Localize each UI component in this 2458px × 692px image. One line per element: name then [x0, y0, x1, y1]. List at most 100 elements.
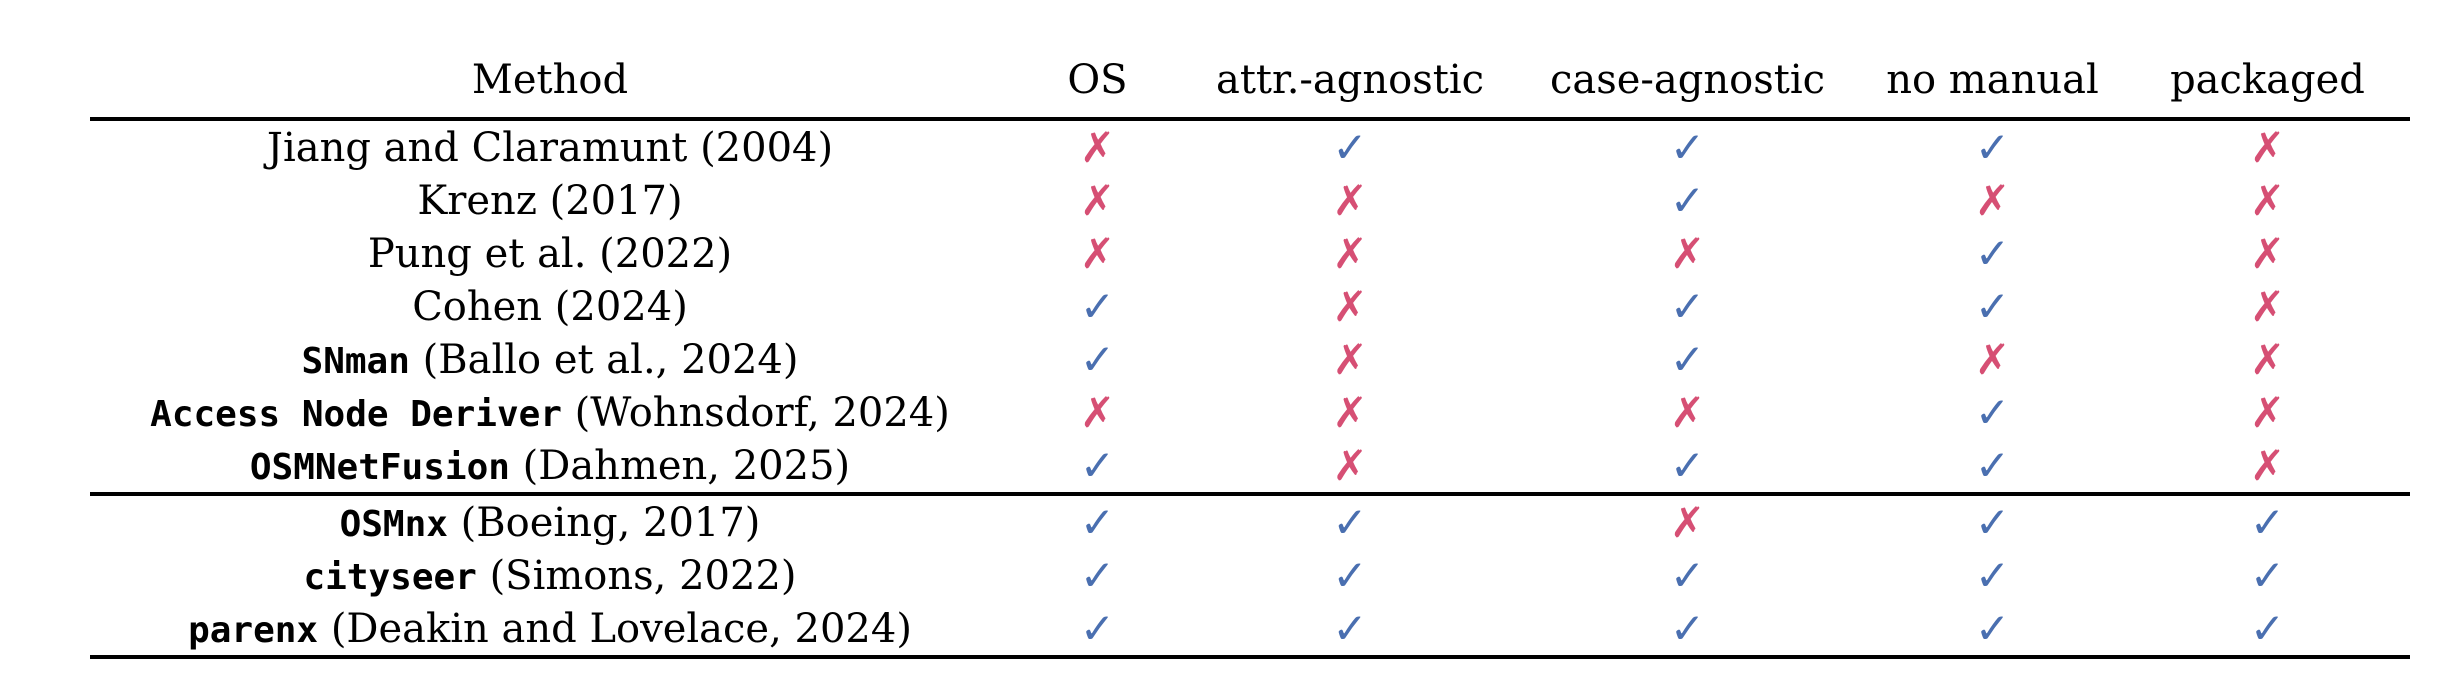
check-icon: ✓: [1079, 604, 1116, 653]
method-cell: OSMNetFusion (Dahmen, 2025): [90, 439, 1010, 496]
mark-cell: ✗: [1515, 227, 1860, 280]
cross-icon: ✗: [1332, 282, 1368, 331]
method-code: Access Node Deriver: [150, 393, 562, 435]
table-row: OSMnx (Boeing, 2017)✓✓✗✓✓: [90, 494, 2410, 549]
cross-icon: ✗: [2249, 229, 2286, 278]
cross-icon: ✗: [2249, 335, 2286, 384]
cross-icon: ✗: [1669, 229, 1706, 278]
method-name: (Ballo et al., 2024): [409, 336, 799, 383]
method-code: OSMNetFusion: [249, 446, 510, 488]
table-row: Access Node Deriver (Wohnsdorf, 2024) ✗ ✗ ✗…: [90, 386, 2410, 439]
mark-cell: ✗: [1860, 174, 2125, 227]
method-name: Cohen (2024): [412, 283, 688, 330]
mark-cell: ✓: [1185, 549, 1515, 602]
mark-cell: ✗: [1185, 280, 1515, 333]
mark-cell: ✓: [1185, 494, 1515, 549]
cross-icon: ✗: [1332, 388, 1368, 437]
mark-cell: ✗: [2125, 227, 2410, 280]
check-icon: ✓: [1669, 282, 1706, 331]
mark-cell: ✗: [1010, 386, 1185, 439]
table-row: Krenz (2017)✗✗✓✗✗: [90, 174, 2410, 227]
method-name: (Simons, 2022): [476, 552, 797, 599]
mark-cell: ✓: [1010, 333, 1185, 386]
cross-icon: ✗: [2249, 388, 2286, 437]
cross-icon: ✗: [1669, 498, 1706, 547]
method-code: SNman: [301, 340, 410, 382]
table-row: SNman (Ballo et al., 2024)✓✗✓✗✗: [90, 333, 2410, 386]
mark-cell: ✓: [1515, 602, 1860, 659]
method-code: OSMnx: [339, 503, 448, 545]
check-icon: ✓: [2249, 604, 2286, 653]
mark-cell: ✓: [1515, 119, 1860, 174]
method-code: cityseer: [303, 556, 477, 598]
check-icon: ✓: [1332, 551, 1368, 600]
check-icon: ✓: [1669, 604, 1706, 653]
mark-cell: ✓: [1185, 602, 1515, 659]
check-icon: ✓: [1974, 388, 2011, 437]
check-icon: ✓: [2249, 498, 2286, 547]
check-icon: ✓: [1669, 123, 1706, 172]
method-cell: SNman (Ballo et al., 2024): [90, 333, 1010, 386]
mark-cell: ✗: [1860, 333, 2125, 386]
cross-icon: ✗: [1332, 335, 1368, 384]
table-row: Jiang and Claramunt (2004) ✗ ✓ ✓ ✓ ✗: [90, 119, 2410, 174]
mark-cell: ✓: [1010, 602, 1185, 659]
mark-cell: ✓: [1860, 386, 2125, 439]
check-icon: ✓: [1974, 282, 2011, 331]
method-name: (Wohnsdorf, 2024): [561, 389, 950, 436]
mark-cell: ✓: [1860, 227, 2125, 280]
cross-icon: ✗: [1332, 176, 1368, 225]
cross-icon: ✗: [2249, 282, 2286, 331]
mark-cell: ✗: [1515, 386, 1860, 439]
mark-cell: ✗: [2125, 280, 2410, 333]
table-row: OSMNetFusion (Dahmen, 2025)✓✗✓✓✗: [90, 439, 2410, 496]
check-icon: ✓: [1974, 551, 2011, 600]
mark-cell: ✓: [1515, 549, 1860, 602]
check-icon: ✓: [1332, 604, 1368, 653]
mark-cell: ✓: [1860, 439, 2125, 496]
check-icon: ✓: [1332, 123, 1368, 172]
check-icon: ✓: [1974, 604, 2011, 653]
cross-icon: ✗: [1332, 441, 1368, 490]
method-cell: Cohen (2024): [90, 280, 1010, 333]
mark-cell: ✗: [1185, 174, 1515, 227]
mark-cell: ✓: [1860, 280, 2125, 333]
column-header-no-manual: no manual: [1860, 0, 2125, 121]
mark-cell: ✓: [1185, 119, 1515, 174]
mark-cell: ✓: [1010, 439, 1185, 496]
method-name: Krenz (2017): [417, 177, 683, 224]
method-cell: parenx (Deakin and Lovelace, 2024): [90, 602, 1010, 659]
method-cell: Access Node Deriver (Wohnsdorf, 2024): [90, 386, 1010, 439]
mark-cell: ✗: [1185, 386, 1515, 439]
method-name: Pung et al. (2022): [367, 230, 733, 277]
method-cell: Pung et al. (2022): [90, 227, 1010, 280]
cross-icon: ✗: [1079, 388, 1116, 437]
mark-cell: ✓: [1515, 174, 1860, 227]
mark-cell: ✗: [2125, 333, 2410, 386]
check-icon: ✓: [1079, 551, 1116, 600]
method-cell: Jiang and Claramunt (2004): [90, 119, 1010, 174]
cross-icon: ✗: [1669, 388, 1706, 437]
cross-icon: ✗: [2249, 123, 2286, 172]
table-row: Pung et al. (2022)✗✗✗✓✗: [90, 227, 2410, 280]
check-icon: ✓: [1669, 335, 1706, 384]
mark-cell: ✗: [2125, 439, 2410, 496]
cross-icon: ✗: [1079, 229, 1116, 278]
mark-cell: ✓: [1010, 494, 1185, 549]
cross-icon: ✗: [2249, 441, 2286, 490]
mark-cell: ✓: [1860, 119, 2125, 174]
method-cell: cityseer (Simons, 2022): [90, 549, 1010, 602]
mark-cell: ✗: [1515, 494, 1860, 549]
method-cell: Krenz (2017): [90, 174, 1010, 227]
check-icon: ✓: [1079, 498, 1116, 547]
check-icon: ✓: [1974, 498, 2011, 547]
mark-cell: ✗: [1185, 439, 1515, 496]
check-icon: ✓: [1669, 551, 1706, 600]
column-header-case-agnostic: case-agnostic: [1515, 0, 1860, 121]
mark-cell: ✓: [1515, 439, 1860, 496]
mark-cell: ✗: [2125, 386, 2410, 439]
mark-cell: ✓: [1010, 280, 1185, 333]
check-icon: ✓: [1974, 229, 2011, 278]
cross-icon: ✗: [1079, 123, 1116, 172]
check-icon: ✓: [1974, 441, 2011, 490]
